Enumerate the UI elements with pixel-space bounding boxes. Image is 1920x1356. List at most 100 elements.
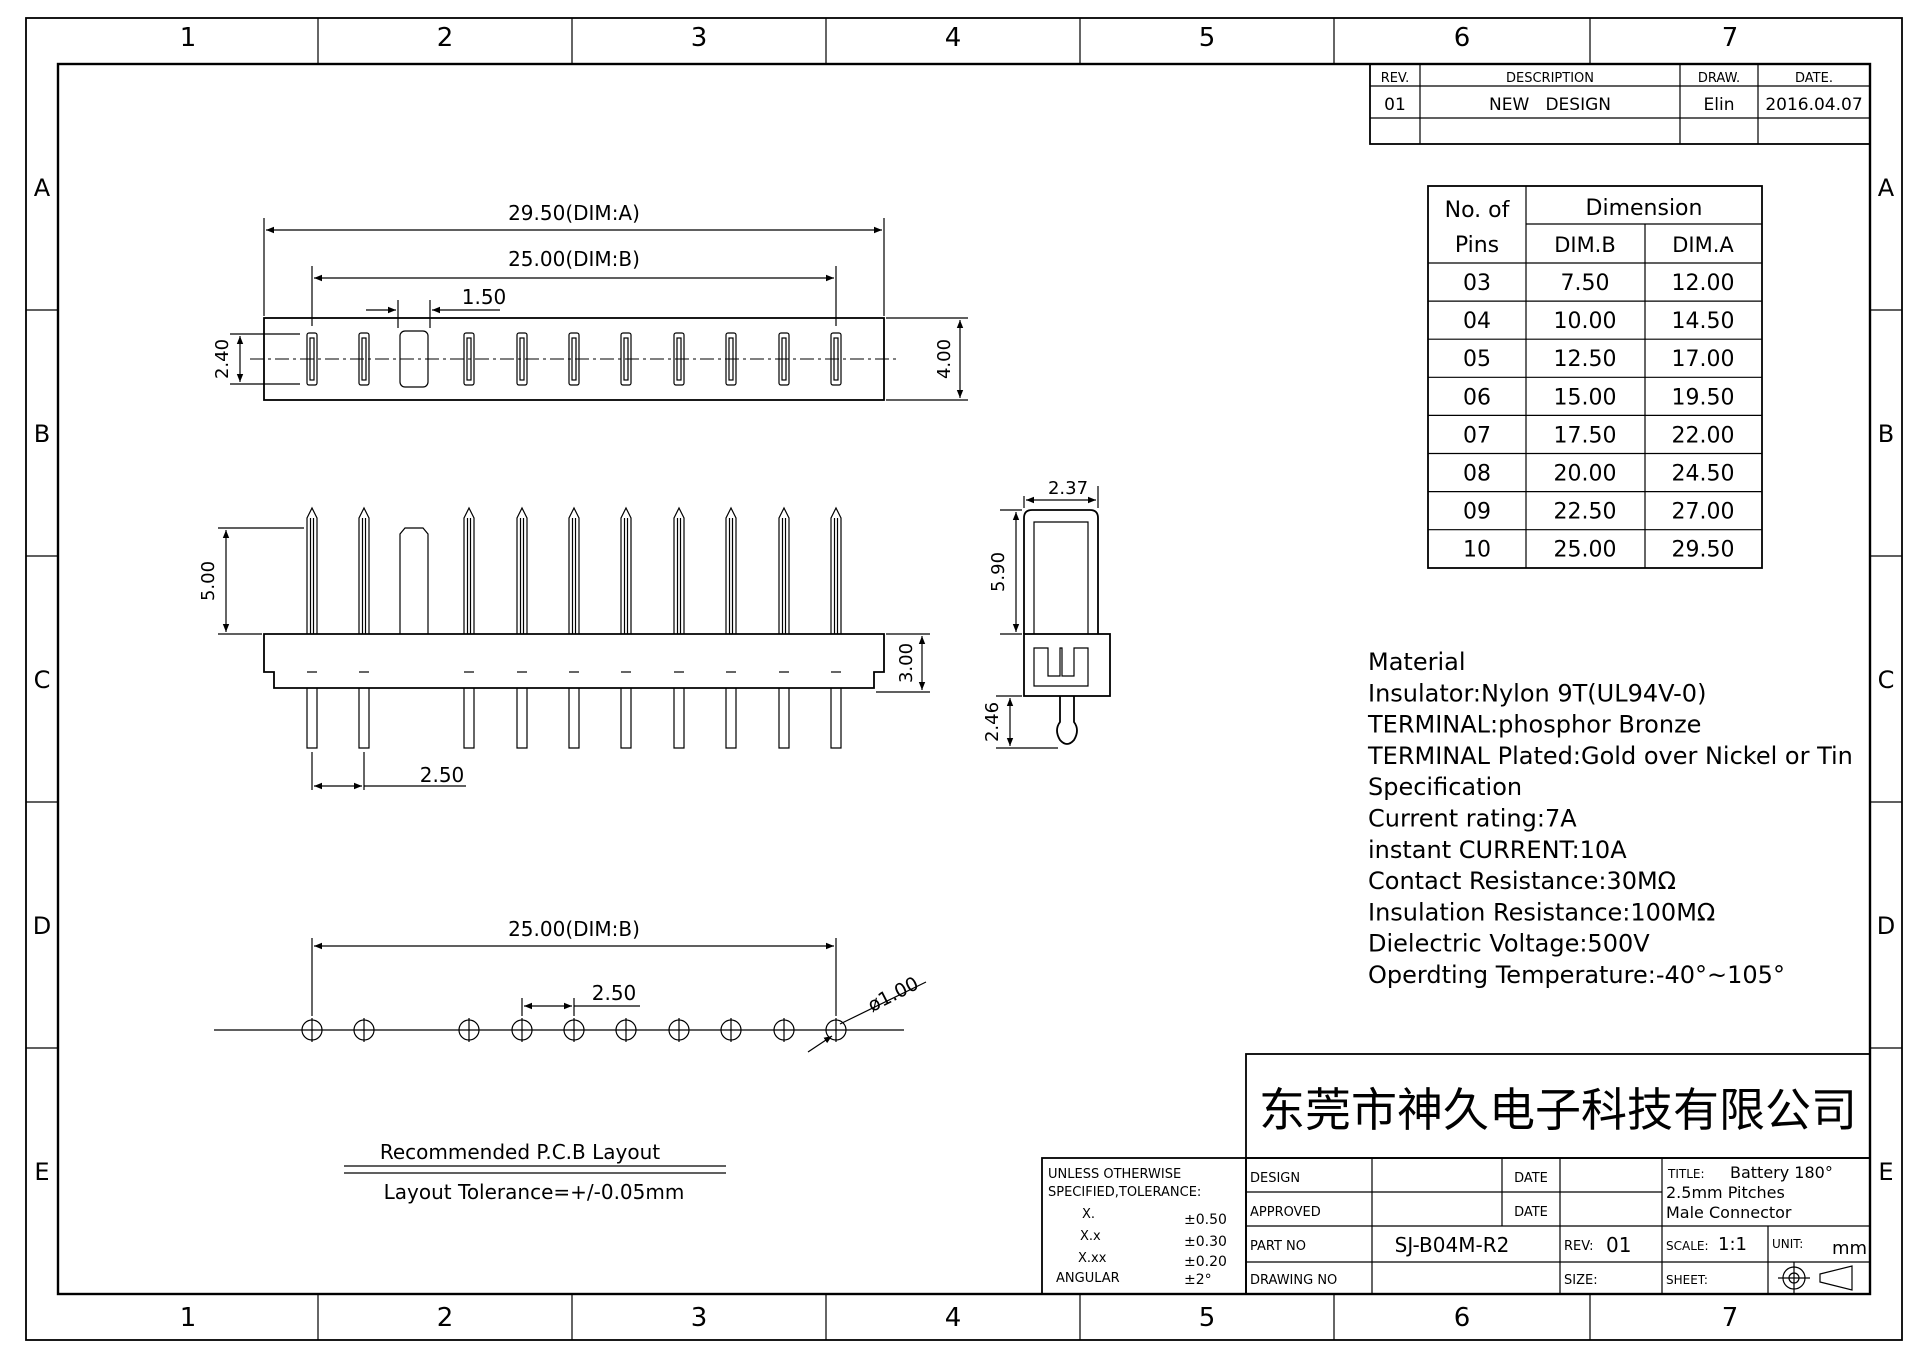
grid-row-D-right: D (1877, 912, 1895, 940)
table-cell-dimb: 17.50 (1554, 423, 1617, 448)
table-cell-pins: 06 (1463, 385, 1491, 410)
grid-row-D-left: D (33, 912, 51, 940)
grid-col-7-top: 7 (1722, 23, 1739, 53)
pcb-hole (301, 1018, 323, 1042)
pcb-layout-view: 25.00(DIM:B) 2.50 ø1.00 (214, 917, 927, 1053)
rev-value: 01 (1384, 95, 1406, 115)
tolerance-angular-label: ANGULAR (1056, 1271, 1120, 1286)
table-cell-dima: 24.50 (1672, 462, 1735, 487)
rev-number: 01 (1606, 1233, 1631, 1257)
grid-col-6-bottom: 6 (1454, 1303, 1471, 1333)
gap-label: 1.50 (462, 285, 507, 309)
grid-row-A-left: A (34, 174, 51, 202)
table-cell-dima: 19.50 (1672, 385, 1735, 410)
date-label-1: DATE (1514, 1171, 1548, 1186)
tolerance-xxx-label: X.xx (1078, 1251, 1107, 1266)
pin (725, 506, 737, 749)
pin (830, 506, 842, 749)
title-line-1: Battery 180° (1730, 1163, 1833, 1182)
approved-label: APPROVED (1250, 1205, 1321, 1220)
tolerance-x-value: ±0.50 (1184, 1212, 1227, 1228)
grid-col-4-bottom: 4 (945, 1303, 962, 1333)
table-cell-dimb: 22.50 (1554, 500, 1617, 525)
table-cell-pins: 10 (1463, 538, 1491, 563)
pin (673, 506, 685, 749)
side-width-label: 2.37 (1048, 478, 1088, 499)
pin-slot (673, 332, 685, 386)
grid-row-B-left: B (34, 420, 50, 448)
grid-col-1-bottom: 1 (180, 1303, 197, 1333)
title-block: DESIGN APPROVED PART NO DRAWING NO DATE … (1245, 1157, 1871, 1295)
table-cell-pins: 07 (1463, 423, 1491, 448)
grid-divisions (26, 18, 1902, 1340)
material-line: Dielectric Voltage:500V (1368, 930, 1650, 958)
side-tail-label: 2.46 (982, 702, 1003, 742)
material-line: Specification (1368, 773, 1522, 801)
pcb-hole (353, 1018, 375, 1042)
revision-block: REV. DESCRIPTION DRAW. DATE. 01 NEW DESI… (1369, 63, 1871, 145)
description-header: DESCRIPTION (1506, 71, 1594, 86)
table-header-pins-1: No. of (1445, 198, 1511, 223)
grid-col-2-top: 2 (437, 23, 454, 53)
tolerance-xx-label: X.x (1080, 1229, 1101, 1244)
table-cell-dima: 29.50 (1672, 538, 1735, 563)
pin (620, 506, 632, 749)
pin (306, 506, 318, 749)
pcb-hole (773, 1018, 795, 1042)
grid-col-5-bottom: 5 (1199, 1303, 1216, 1333)
pin-slot (516, 332, 528, 386)
material-line: Insulator:Nylon 9T(UL94V-0) (1368, 679, 1706, 707)
table-cell-dima: 14.50 (1672, 309, 1735, 334)
pin (463, 506, 475, 749)
height-2-40-label: 2.40 (212, 339, 233, 379)
grid-col-3-top: 3 (691, 23, 708, 53)
grid-col-3-bottom: 3 (691, 1303, 708, 1333)
part-no-value: SJ-B04M-R2 (1395, 1233, 1510, 1257)
description-value: NEW DESIGN (1489, 95, 1611, 115)
top-view: 29.50(DIM:A) 25.00(DIM:B) 1.50 2.40 4.00 (212, 201, 968, 401)
material-line: Material (1368, 648, 1466, 676)
pin-slot (620, 332, 632, 386)
tolerance-line-1: UNLESS OTHERWISE (1048, 1167, 1181, 1182)
table-cell-pins: 08 (1463, 462, 1491, 487)
material-line: Insulation Resistance:100MΩ (1368, 898, 1715, 926)
title-label: TITLE: (1667, 1167, 1705, 1181)
height-4-00-label: 4.00 (934, 339, 955, 379)
grid-row-E-right: E (1878, 1158, 1893, 1186)
pcb-hole (615, 1018, 637, 1042)
tolerance-block: UNLESS OTHERWISE SPECIFIED,TOLERANCE: X.… (1041, 1157, 1247, 1295)
pin (778, 506, 790, 749)
date-header: DATE. (1795, 71, 1833, 86)
pin-slot (306, 332, 318, 386)
pin-slot (830, 332, 842, 386)
table-cell-dimb: 12.50 (1554, 347, 1617, 372)
grid-col-7-bottom: 7 (1722, 1303, 1739, 1333)
pcb-dim-b-label: 25.00(DIM:B) (508, 917, 640, 941)
size-label: SIZE: (1564, 1273, 1598, 1288)
date-label-2: DATE (1514, 1205, 1548, 1220)
grid-row-A-right: A (1878, 174, 1895, 202)
dim-a-label: 29.50(DIM:A) (508, 201, 640, 225)
pin (568, 506, 580, 749)
pcb-hole (511, 1018, 533, 1042)
grid-row-B-right: B (1878, 420, 1894, 448)
pin-slot (463, 332, 475, 386)
pin (358, 506, 370, 749)
table-header-dimb: DIM.B (1554, 233, 1616, 257)
grid-row-E-left: E (34, 1158, 49, 1186)
material-line: TERMINAL:phosphor Bronze (1367, 711, 1701, 739)
table-cell-dima: 12.00 (1672, 271, 1735, 296)
key-slot (399, 330, 429, 388)
rev-label: REV: (1564, 1239, 1593, 1254)
pcb-pitch-label: 2.50 (592, 981, 637, 1005)
table-cell-dimb: 15.00 (1554, 385, 1617, 410)
tolerance-xxx-value: ±0.20 (1184, 1254, 1227, 1270)
pcb-hole (668, 1018, 690, 1042)
table-cell-dima: 27.00 (1672, 500, 1735, 525)
grid-row-C-right: C (1878, 666, 1895, 694)
pcb-caption: Recommended P.C.B Layout Layout Toleranc… (344, 1140, 726, 1204)
pcb-caption-title: Recommended P.C.B Layout (380, 1140, 660, 1164)
pcb-hole (458, 1018, 480, 1042)
